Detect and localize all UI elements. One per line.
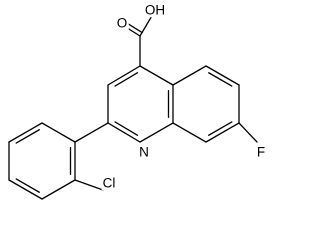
bond-n1-c2-second bbox=[114, 121, 139, 136]
bond-c3-c4-second bbox=[114, 72, 139, 87]
bond-ph6-ph1 bbox=[41, 122, 76, 143]
bond-ph5-ph6-second bbox=[15, 129, 40, 144]
bond-ph3-ph4 bbox=[8, 179, 43, 200]
bond-c5-c6-second bbox=[208, 72, 233, 87]
bond-c7-f bbox=[238, 122, 258, 143]
bond-ph2-ph3 bbox=[41, 179, 76, 200]
bond-c7-c8 bbox=[205, 122, 240, 143]
hydroxyl-label: OH bbox=[143, 2, 167, 18]
bond-ph5-ph6 bbox=[8, 122, 43, 143]
bond-n1-c2 bbox=[107, 122, 141, 143]
bond-c2-ph1 bbox=[74, 122, 109, 143]
bond-c8-c8a bbox=[172, 122, 207, 143]
carbonyl-oxygen-label: O bbox=[115, 15, 129, 31]
ring-nitrogen-label: N bbox=[138, 144, 150, 160]
bond-ph2-cl bbox=[74, 179, 104, 191]
bond-c4a-c5 bbox=[172, 65, 207, 86]
bond-c4-c4a bbox=[139, 65, 174, 86]
structure-drawing bbox=[8, 13, 258, 200]
bond-ph3-ph4-second bbox=[15, 178, 40, 193]
fluorine-label: F bbox=[255, 144, 267, 160]
bond-c5-c6 bbox=[205, 65, 240, 86]
bond-c7-c8-second bbox=[208, 121, 233, 136]
bond-cacid-ocarb-second bbox=[125, 21, 143, 34]
bond-c3-c4 bbox=[107, 65, 141, 86]
bond-c8a-n1 bbox=[139, 122, 174, 143]
bond-group bbox=[8, 13, 258, 200]
chlorine-label: Cl bbox=[101, 175, 117, 191]
